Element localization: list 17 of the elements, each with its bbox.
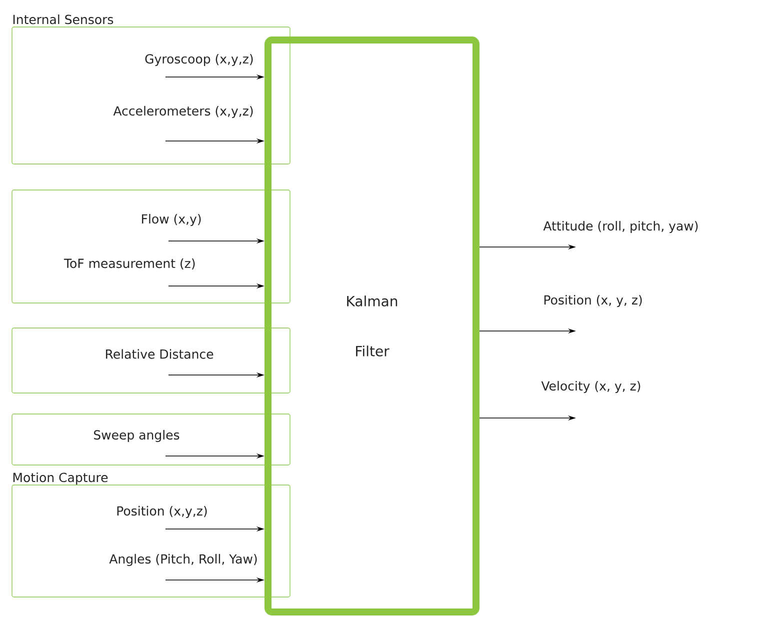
group-box: [12, 190, 290, 304]
edge-label: Angles (Pitch, Roll, Yaw): [109, 554, 257, 566]
edge-label: Flow (x,y): [142, 214, 201, 226]
group-box: [12, 414, 290, 466]
node-label: Motion Capture: [13, 472, 108, 485]
filter-box: Kalman Filter: [264, 36, 480, 616]
edge-label: ToF measurement (z): [64, 258, 195, 270]
group-box: [12, 328, 290, 394]
edge-label: Relative Distance: [106, 349, 214, 359]
edge-label: Velocity (x, y, z): [541, 380, 640, 394]
edge-label: Position (x,y,z): [117, 506, 207, 518]
edge-label: Attitude (roll, pitch, yaw): [543, 220, 698, 234]
edge-label: Position (x, y, z): [544, 294, 642, 308]
edge-label: Gyroscoop (x,y,z): [145, 54, 253, 66]
node-label: Internal Sensors: [13, 14, 114, 24]
edge-label: Accelerometers (x,y,z): [113, 106, 253, 118]
edge-label: Sweep angles: [94, 430, 180, 442]
